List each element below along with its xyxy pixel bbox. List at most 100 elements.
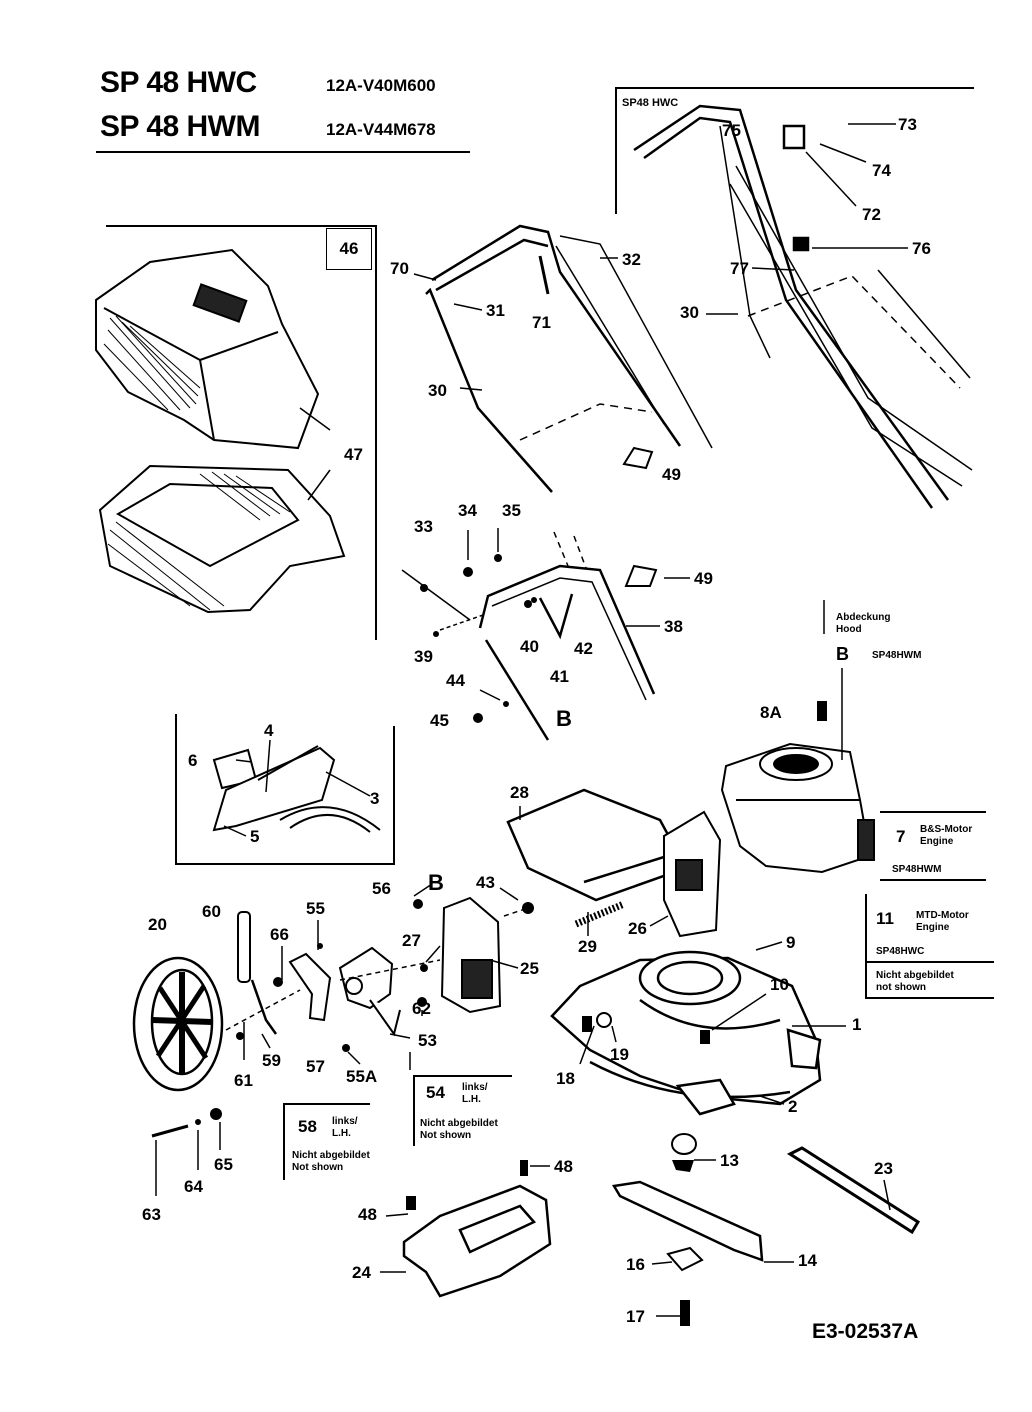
wheel-drawing — [132, 956, 224, 1092]
part-label-28: 28 — [510, 783, 529, 802]
part-label-47: 47 — [344, 445, 363, 464]
part-label-24: 24 — [352, 1263, 371, 1282]
part-label-19: 19 — [610, 1045, 629, 1064]
model-code-1: 12A-V40M600 — [326, 76, 436, 95]
part-label-8A: 8A — [760, 703, 782, 722]
part-label-5: 5 — [250, 827, 260, 846]
deflector-parts — [212, 745, 381, 833]
catcher-panel-frame — [106, 225, 377, 640]
part58-not-shown-en: Not shown — [292, 1162, 344, 1173]
reference-letter-b-handle: B — [556, 706, 572, 731]
part-label-66: 66 — [270, 925, 289, 944]
part-label-59: 59 — [262, 1051, 281, 1070]
part-label-42: 42 — [574, 639, 593, 658]
mower-deck — [550, 950, 822, 1116]
part58-de: links/ — [332, 1116, 358, 1127]
blade-bolt — [680, 1300, 690, 1326]
part-label-39: 39 — [414, 647, 433, 666]
part-label-25: 25 — [520, 959, 539, 978]
rear-bracket — [663, 810, 722, 938]
part-label-38: 38 — [664, 617, 683, 636]
part-label-4: 4 — [264, 721, 274, 740]
part54-not-shown-de: Nicht abgebildet — [420, 1118, 498, 1129]
model-title-1: SP 48 HWC — [100, 66, 257, 99]
part-label-26: 26 — [628, 919, 647, 938]
part-label-35: 35 — [502, 501, 521, 520]
handle-panel-drawing — [633, 104, 973, 509]
engine-drawing — [720, 701, 875, 874]
handle-fasteners — [420, 554, 537, 723]
part-label-30a: 30 — [428, 381, 447, 400]
part-label-43: 43 — [476, 873, 495, 892]
part-label-53: 53 — [418, 1031, 437, 1050]
part-label-9: 9 — [786, 933, 796, 952]
hood-note-model: SP48HWM — [872, 650, 922, 661]
part-label-40: 40 — [520, 637, 539, 656]
blade-drawing — [611, 1180, 764, 1262]
part-label-13: 13 — [720, 1151, 739, 1170]
spring-29 — [574, 900, 626, 928]
engine-not-shown-en: not shown — [876, 982, 926, 993]
part58-not-shown-de: Nicht abgebildet — [292, 1150, 370, 1161]
rear-shield — [402, 1184, 552, 1298]
lower-handle — [478, 531, 656, 741]
handle-panel-frame — [615, 87, 974, 214]
cable-clip-49a — [622, 446, 654, 470]
part-label-10: 10 — [770, 975, 789, 994]
part-label-2: 2 — [788, 1097, 798, 1116]
part-label-75: 75 — [722, 121, 741, 140]
rear-flap — [506, 788, 688, 902]
hood-note-de: Abdeckung — [836, 612, 891, 623]
grass-catcher-bottom — [98, 464, 346, 614]
reference-letter-b-gear: B — [428, 870, 444, 895]
part-label-57: 57 — [306, 1057, 325, 1076]
part-label-18: 18 — [556, 1069, 575, 1088]
part-label-76: 76 — [912, 239, 931, 258]
part-label-41: 41 — [550, 667, 569, 686]
cable-clip-49b — [624, 564, 658, 587]
part-label-48a: 48 — [554, 1157, 573, 1176]
part-label-60: 60 — [202, 902, 221, 921]
model-title-2: SP 48 HWM — [100, 110, 261, 143]
engine-mtd-en: Engine — [916, 922, 950, 933]
part-label-49a: 49 — [662, 465, 681, 484]
part54-not-shown-en: Not shown — [420, 1130, 472, 1141]
part54-de: links/ — [462, 1082, 488, 1093]
part-label-3: 3 — [370, 789, 380, 808]
part-label-64: 64 — [184, 1177, 203, 1196]
part-label-14: 14 — [798, 1251, 817, 1270]
drawing-number: E3-02537A — [812, 1320, 919, 1343]
part-label-29: 29 — [578, 937, 597, 956]
part-label-27: 27 — [402, 931, 421, 950]
part54-en: L.H. — [462, 1094, 481, 1105]
part-label-63: 63 — [142, 1205, 161, 1224]
handle-panel-title: SP48 HWC — [622, 97, 679, 109]
blade-adapter — [666, 1246, 704, 1272]
part-label-34: 34 — [458, 501, 477, 520]
part-label-45: 45 — [430, 711, 449, 730]
part-label-55A: 55A — [346, 1067, 378, 1086]
blade-hub — [671, 1133, 697, 1155]
part54-number: 54 — [426, 1083, 445, 1102]
part-label-17: 17 — [626, 1307, 645, 1326]
part-label-1: 1 — [852, 1015, 862, 1034]
part58-number: 58 — [298, 1117, 317, 1136]
part-label-32: 32 — [622, 250, 641, 269]
drive-parts — [237, 896, 502, 1037]
upper-handle — [425, 224, 713, 493]
engine-not-shown-de: Nicht abgebildet — [876, 970, 954, 981]
part-label-49b: 49 — [694, 569, 713, 588]
engine-bs-en: Engine — [920, 836, 954, 847]
reference-letter-b-hood: B — [836, 644, 849, 664]
part-label-74: 74 — [872, 161, 891, 180]
part-label-61: 61 — [234, 1071, 253, 1090]
deflector-inset-frame — [175, 714, 395, 865]
part-label-46: 46 — [326, 228, 372, 270]
engine-mtd-model: SP48HWC — [876, 946, 925, 957]
part-label-73: 73 — [898, 115, 917, 134]
part-label-70: 70 — [390, 259, 409, 278]
part-label-20: 20 — [148, 915, 167, 934]
model-code-2: 12A-V44M678 — [326, 120, 436, 139]
part-label-77: 77 — [730, 259, 749, 278]
grass-catcher-top — [95, 248, 320, 450]
